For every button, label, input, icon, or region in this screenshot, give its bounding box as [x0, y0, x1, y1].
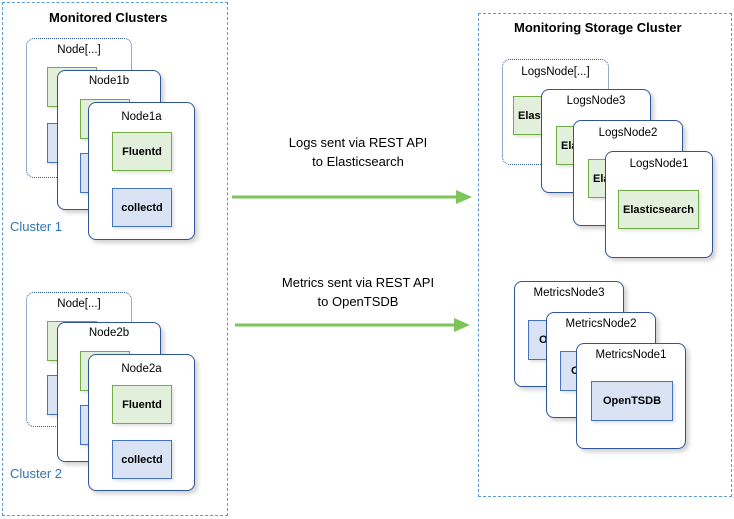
- node-label: Node2a: [121, 363, 162, 375]
- node-label: MetricsNode3: [533, 287, 605, 299]
- collectd-component: collectd: [112, 188, 172, 227]
- node-label: LogsNode[...]: [521, 66, 590, 78]
- node-label: Node1b: [88, 75, 130, 87]
- logs-node-1: LogsNode1 Elasticsearch: [605, 151, 713, 258]
- node-label: LogsNode3: [566, 95, 626, 107]
- node-label: Node1a: [121, 111, 162, 123]
- opentsdb-component: OpenTSDB: [591, 381, 673, 421]
- node-label: Node[...]: [57, 298, 101, 310]
- metrics-flow-label: Metrics sent via REST API to OpenTSDB: [248, 273, 468, 311]
- elasticsearch-component: Elasticsearch: [618, 190, 699, 229]
- logs-flow-label-line1: Logs sent via REST API: [288, 135, 428, 150]
- cluster-1-label: Cluster 1: [10, 219, 63, 234]
- fluentd-component: Fluentd: [112, 132, 172, 171]
- metrics-arrow: [235, 318, 470, 332]
- node-label: MetricsNode1: [595, 349, 667, 361]
- storage-cluster-title: Monitoring Storage Cluster: [514, 20, 682, 35]
- storage-cluster-region: [478, 13, 732, 497]
- collectd-component: collectd: [112, 440, 172, 479]
- node-label: MetricsNode2: [565, 318, 637, 330]
- monitored-clusters-region: [2, 2, 228, 516]
- monitored-clusters-title: Monitored Clusters: [49, 10, 168, 25]
- cluster-2-label: Cluster 2: [10, 466, 63, 481]
- logs-flow-label-line2: to Elasticsearch: [312, 154, 404, 169]
- logs-flow-label: Logs sent via REST API to Elasticsearch: [248, 133, 468, 171]
- cluster1-node-1a: Node1a Fluentd collectd: [88, 102, 195, 240]
- metrics-flow-label-line1: Metrics sent via REST API: [281, 275, 435, 290]
- cluster2-node-2a: Node2a Fluentd collectd: [88, 354, 195, 491]
- fluentd-component: Fluentd: [112, 385, 172, 424]
- metrics-node-1: MetricsNode1 OpenTSDB: [576, 343, 686, 449]
- node-label: Node2b: [88, 327, 130, 339]
- metrics-flow-label-line2: to OpenTSDB: [317, 294, 399, 309]
- logs-arrow: [232, 190, 472, 204]
- node-label: LogsNode2: [598, 127, 658, 139]
- node-label: LogsNode1: [629, 158, 689, 170]
- node-label: Node[...]: [57, 44, 101, 56]
